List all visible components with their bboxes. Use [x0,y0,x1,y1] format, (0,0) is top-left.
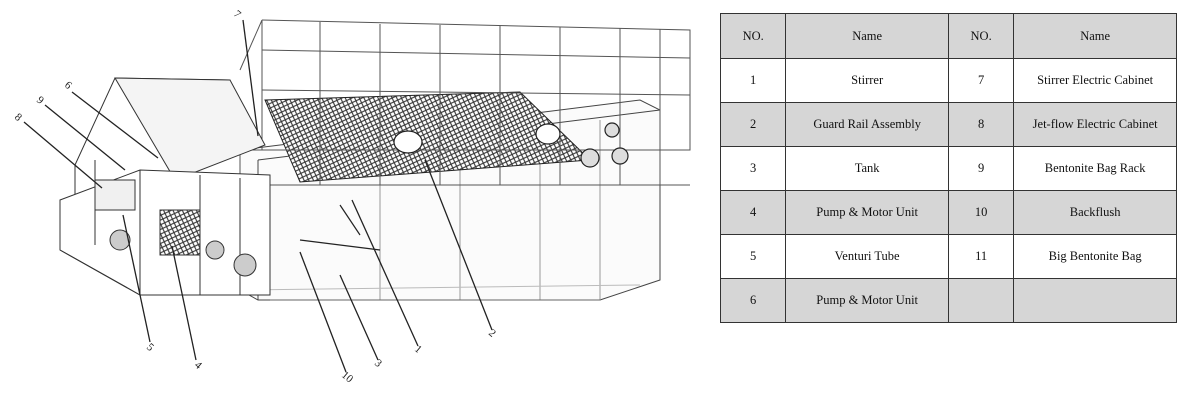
table-header-row: NO. Name NO. Name [719,13,1177,59]
row-name: Stirrer [785,58,949,103]
header-name-2: Name [1013,13,1177,59]
callout-1: 1 [412,343,424,356]
callout-7: 7 [231,8,243,21]
callout-6: 6 [62,79,74,92]
leader-lines [23,19,493,373]
table-row: 5 Venturi Tube 11 Big Bentonite Bag [719,234,1177,279]
callout-10: 10 [339,369,356,386]
row-name [1013,278,1177,323]
callout-9: 9 [34,94,46,107]
pump-skid [59,77,271,296]
row-no [947,278,1015,323]
row-no: 5 [719,234,787,279]
row-name: Backflush [1013,190,1177,235]
row-no: 7 [947,58,1015,103]
row-name: Guard Rail Assembly [785,102,949,147]
row-no: 10 [947,190,1015,235]
table-row: 3 Tank 9 Bentonite Bag Rack [719,146,1177,191]
row-no: 8 [947,102,1015,147]
header-name-1: Name [785,13,949,59]
row-no: 9 [947,146,1015,191]
table-row: 6 Pump & Motor Unit [719,278,1177,323]
row-no: 4 [719,190,787,235]
header-no-1: NO. [719,13,787,59]
row-name: Stirrer Electric Cabinet [1013,58,1177,103]
row-name: Pump & Motor Unit [785,190,949,235]
callout-3: 3 [372,357,384,370]
row-name: Jet-flow Electric Cabinet [1013,102,1177,147]
callout-8: 8 [12,111,24,124]
callout-4: 4 [192,359,204,372]
row-no: 11 [947,234,1015,279]
row-name: Pump & Motor Unit [785,278,949,323]
parts-list-table: NO. Name NO. Name 1 Stirrer 7 Stirrer El… [719,13,1177,323]
row-name: Tank [785,146,949,191]
guard-rail [239,19,691,290]
callout-2: 2 [486,327,498,340]
row-no: 2 [719,102,787,147]
callout-5: 5 [144,341,156,354]
table-row: 2 Guard Rail Assembly 8 Jet-flow Electri… [719,102,1177,147]
row-no: 6 [719,278,787,323]
row-no: 3 [719,146,787,191]
table-row: 1 Stirrer 7 Stirrer Electric Cabinet [719,58,1177,103]
header-no-2: NO. [947,13,1015,59]
mixing-unit-drawing: 8 9 6 7 5 4 10 3 1 2 [12,8,691,386]
table-row: 4 Pump & Motor Unit 10 Backflush [719,190,1177,235]
row-no: 1 [719,58,787,103]
row-name: Big Bentonite Bag [1013,234,1177,279]
row-name: Bentonite Bag Rack [1013,146,1177,191]
row-name: Venturi Tube [785,234,949,279]
stirrer-motors [299,122,629,251]
